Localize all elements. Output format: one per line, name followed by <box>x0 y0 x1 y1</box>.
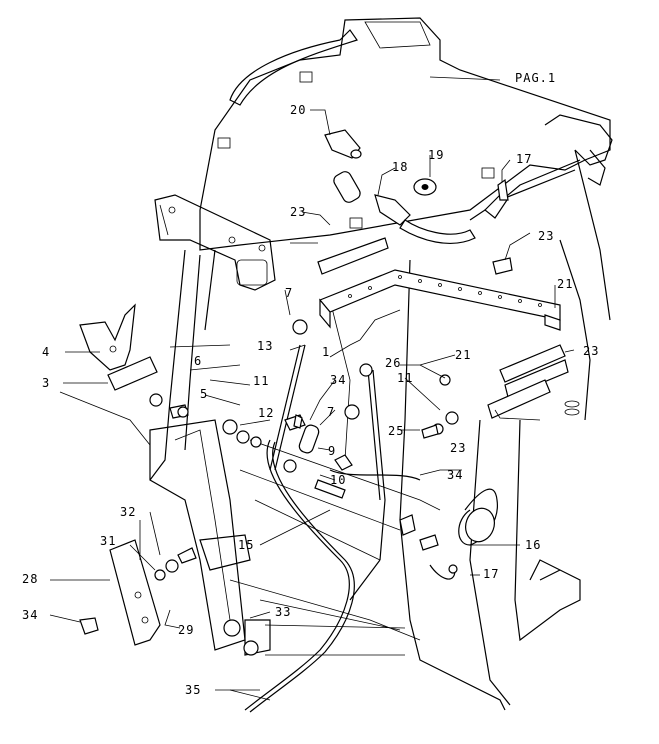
leader-lines <box>49 76 575 701</box>
callout-4: 4 <box>42 345 50 359</box>
callout-21: 21 <box>455 348 471 362</box>
callout-7: 7 <box>327 405 335 419</box>
main-frame <box>149 149 611 711</box>
callout-9: 9 <box>328 444 336 458</box>
callout-22: 21 <box>557 277 573 291</box>
hose-fittings <box>324 129 513 275</box>
callout-page-ref: PAG.1 <box>515 71 556 85</box>
callout-34-left: 34 <box>330 373 346 387</box>
callout-14: 15 <box>238 538 254 552</box>
left-mount-bracket <box>154 194 276 291</box>
callout-6: 6 <box>194 354 202 368</box>
callout-23-bottom: 23 <box>450 441 466 455</box>
callout-19: 19 <box>428 148 444 162</box>
callout-11: 11 <box>253 374 269 388</box>
gasket-holes <box>348 275 542 307</box>
rods <box>269 319 386 601</box>
brackets <box>79 303 161 646</box>
callout-15: 16 <box>525 538 541 552</box>
callout-30: 31 <box>100 534 116 548</box>
callout-24: 23 <box>538 229 554 243</box>
callout-17: 18 <box>392 160 408 174</box>
callout-12: 12 <box>258 406 274 420</box>
callout-20: 20 <box>290 103 306 117</box>
callout-10: 10 <box>330 473 346 487</box>
fasteners <box>79 393 459 656</box>
gasket-frame <box>319 269 561 331</box>
callout-26: 26 <box>385 356 401 370</box>
callout-23-right: 23 <box>583 344 599 358</box>
slot-symbol <box>564 400 580 416</box>
callout-31: 32 <box>120 505 136 519</box>
callout-29: 29 <box>178 623 194 637</box>
callout-23-top: 23 <box>290 205 306 219</box>
callout-32: 34 <box>22 608 38 622</box>
callout-3: 3 <box>42 376 50 390</box>
callout-16: 17 <box>483 567 499 581</box>
callout-28: 28 <box>22 572 38 586</box>
cables <box>244 374 498 713</box>
callout-11b: 11 <box>397 371 413 385</box>
callout-13: 13 <box>257 339 273 353</box>
callout-labels: PAG.1 20 18 19 17 23 23 21 7 23 23 4 3 5… <box>22 71 599 697</box>
callout-8: 7 <box>285 286 293 300</box>
rubber-strips <box>317 237 569 419</box>
callout-33: 33 <box>275 605 291 619</box>
callout-25: 25 <box>388 424 404 438</box>
callout-5: 5 <box>200 387 208 401</box>
callout-18: 17 <box>516 152 532 166</box>
callout-35: 35 <box>185 683 201 697</box>
callout-34-right: 34 <box>447 468 463 482</box>
callout-1: 1 <box>322 345 330 359</box>
